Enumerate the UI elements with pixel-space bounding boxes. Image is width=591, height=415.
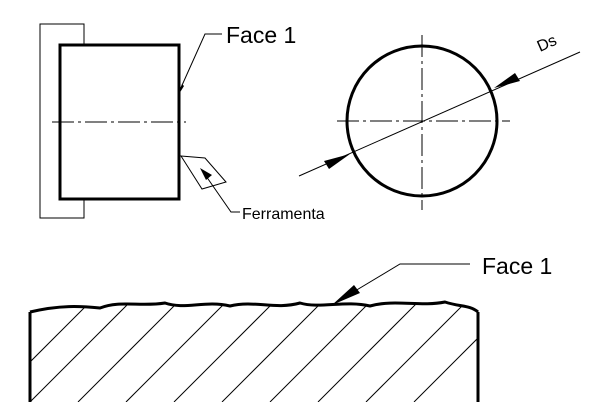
surface-section: [28, 300, 480, 402]
cross-section-circle: [337, 35, 510, 210]
diameter-arrow-left: [324, 154, 350, 169]
chuck-outline: [39, 23, 85, 219]
section-hatch: [30, 302, 478, 402]
face-bottom-leader: [332, 263, 470, 305]
rough-surface-profile: [29, 300, 479, 314]
face-bottom-label: Face 1: [482, 253, 552, 279]
lathe-chuck-view: [39, 23, 186, 219]
diameter-label: Ds: [535, 32, 560, 55]
face-top-leader: [178, 33, 222, 94]
cutting-tool: [180, 155, 240, 213]
diameter-dimension: [298, 51, 581, 177]
diameter-arrow-right: [494, 73, 520, 88]
face-top-label: Face 1: [226, 22, 296, 48]
tool-label: Ferramenta: [242, 206, 325, 223]
